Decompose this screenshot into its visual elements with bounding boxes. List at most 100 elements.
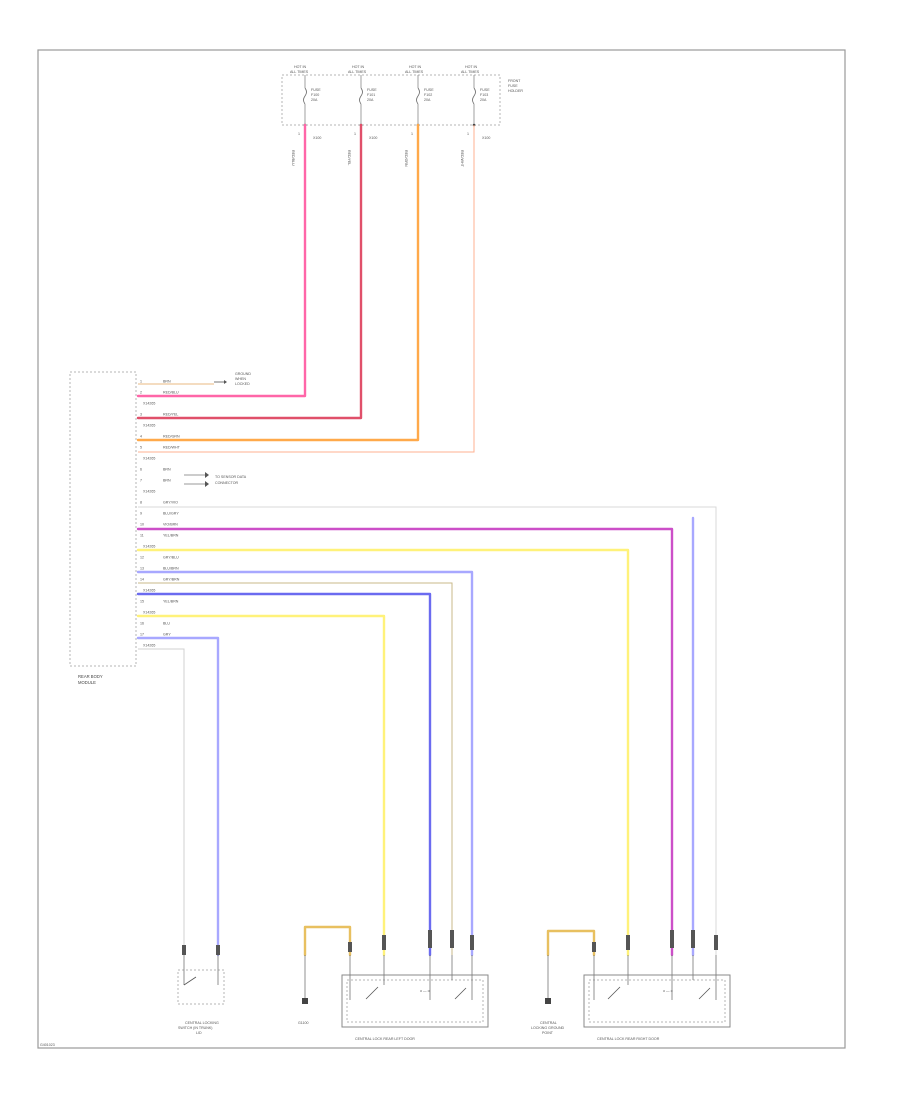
svg-text:GROUND: GROUND <box>235 372 251 376</box>
drop-label-2: RED/YEL <box>347 150 351 165</box>
central-locking-trunk-switch: CENTRAL LOCKING SWITCH (IN TRUNK) LID <box>177 955 225 1035</box>
module-pin-row: X14265 <box>143 457 155 461</box>
svg-text:o — o: o — o <box>420 989 430 993</box>
drop-label-4: RED/WHT <box>460 150 464 168</box>
drop-label-3: RED/GRN <box>404 150 408 167</box>
module-wire-color: X14265 <box>143 424 155 428</box>
module-wire-color: RED/YEL <box>163 413 178 417</box>
module-pin-row: 15 YEL/BRN <box>140 600 179 604</box>
sensor-connector-note: TO SENSOR DATA CONNECTOR <box>184 472 247 487</box>
module-pin-number: 15 <box>140 600 144 604</box>
module-pin-number: 7 <box>140 479 142 483</box>
wire-gry-pin17 <box>138 648 185 955</box>
svg-text:LOCKED: LOCKED <box>235 382 250 386</box>
module-wire-color: BRN <box>163 479 171 483</box>
module-pin-number: 8 <box>140 501 142 505</box>
module-wire-color: X14265 <box>143 457 155 461</box>
figure-id: G401023 <box>40 1043 55 1047</box>
central-lock-rear-right-door: o — o CENTRAL LOCK REAR RIGHT DOOR <box>583 955 731 1041</box>
svg-text:LOCKING GROUND: LOCKING GROUND <box>531 1026 565 1030</box>
svg-text:WHEN: WHEN <box>235 377 246 381</box>
module-pin-row: X14265 <box>143 424 155 428</box>
svg-text:F102: F102 <box>424 93 432 97</box>
svg-text:CENTRAL LOCK REAR LEFT DOOR: CENTRAL LOCK REAR LEFT DOOR <box>355 1037 415 1041</box>
module-wire-color: RED/WHT <box>163 446 181 450</box>
module-pin-row: 7 BRN <box>140 479 171 483</box>
module-pin-number: 12 <box>140 556 144 560</box>
ground-when-locked-note: GROUND WHEN LOCKED <box>214 372 251 386</box>
svg-text:HOT IN: HOT IN <box>409 65 422 69</box>
module-pin-number: 11 <box>140 534 144 538</box>
svg-text:LID: LID <box>196 1031 202 1035</box>
fuse-holder-label-1: FRONT <box>508 79 521 83</box>
module-pin-row: 12 GRY/BLU <box>140 556 179 560</box>
svg-text:X100: X100 <box>313 136 321 140</box>
module-wire-color: GRY/BRN <box>163 578 180 582</box>
module-label-1: REAR BODY <box>78 674 103 679</box>
svg-text:20A: 20A <box>311 98 318 102</box>
module-pin-number: 4 <box>140 435 142 439</box>
fuse-f103: HOT IN ALL TIMES FUSE F103 20A 1 X100 <box>461 65 490 140</box>
svg-text:F101: F101 <box>367 93 375 97</box>
svg-text:ALL TIMES: ALL TIMES <box>290 70 309 74</box>
svg-text:FUSE: FUSE <box>480 88 490 92</box>
module-wire-color: X14265 <box>143 589 155 593</box>
module-pin-row: X14265 <box>143 589 155 593</box>
module-pin-number: 13 <box>140 567 144 571</box>
module-wire-color: BRN <box>163 380 171 384</box>
module-pin-row: X14265 <box>143 611 155 615</box>
module-pin-number: 16 <box>140 622 144 626</box>
svg-text:SWITCH (IN TRUNK): SWITCH (IN TRUNK) <box>178 1026 212 1030</box>
module-wire-color: GRY/VIO <box>163 501 178 505</box>
svg-text:TO SENSOR DATA: TO SENSOR DATA <box>215 475 247 479</box>
module-pin-number: 2 <box>140 391 142 395</box>
wire-gry-blu-pin12 <box>136 570 474 957</box>
module-wire-color: GRY/BLU <box>163 556 179 560</box>
wire-gry-brn-pin14 <box>136 592 432 957</box>
ground-g1100: G1100 <box>298 955 309 1025</box>
module-pin-row: X14265 <box>143 644 155 648</box>
wire-yel-brn-pin15 <box>136 614 386 957</box>
svg-text:HOT IN: HOT IN <box>352 65 365 69</box>
module-wire-color: RED/BLU <box>163 391 179 395</box>
wire-vio-brn-pin10 <box>136 527 674 957</box>
module-wire-color: YEL/BRN <box>163 600 179 604</box>
svg-text:ALL TIMES: ALL TIMES <box>348 70 367 74</box>
diagram-frame <box>37 49 846 1049</box>
wire-ground-right <box>546 929 596 957</box>
rear-body-module: REAR BODY MODULE <box>69 371 137 685</box>
module-pin-number: 6 <box>140 468 142 472</box>
svg-text:F103: F103 <box>480 93 488 97</box>
wire-red-yel-fuse2 <box>136 123 363 420</box>
svg-text:CONNECTOR: CONNECTOR <box>215 481 238 485</box>
module-wire-color: BLU/GRY <box>163 512 179 516</box>
module-pin-row: 3 RED/YEL <box>140 413 178 417</box>
svg-text:X100: X100 <box>369 136 377 140</box>
module-wire-color: X14265 <box>143 545 155 549</box>
wire-ground-left <box>303 925 352 957</box>
module-pin-number: 3 <box>140 413 142 417</box>
module-wire-color: X14265 <box>143 402 155 406</box>
fuse-holder-label-2: FUSE <box>508 84 518 88</box>
svg-text:G1100: G1100 <box>298 1021 309 1025</box>
module-wire-color: GRY <box>163 633 171 637</box>
module-pin-number: 10 <box>140 523 144 527</box>
svg-text:1: 1 <box>411 132 413 136</box>
drop-label-1: RED/BLU <box>291 150 295 166</box>
svg-text:1: 1 <box>467 132 469 136</box>
wire-yel-brn-pin11 <box>136 548 630 957</box>
central-locking-ground-point: CENTRAL LOCKING GROUND POINT <box>531 955 565 1035</box>
svg-text:20A: 20A <box>367 98 374 102</box>
module-pin-number: 1 <box>140 380 142 384</box>
svg-text:o — o: o — o <box>663 989 673 993</box>
svg-text:HOT IN: HOT IN <box>294 65 307 69</box>
